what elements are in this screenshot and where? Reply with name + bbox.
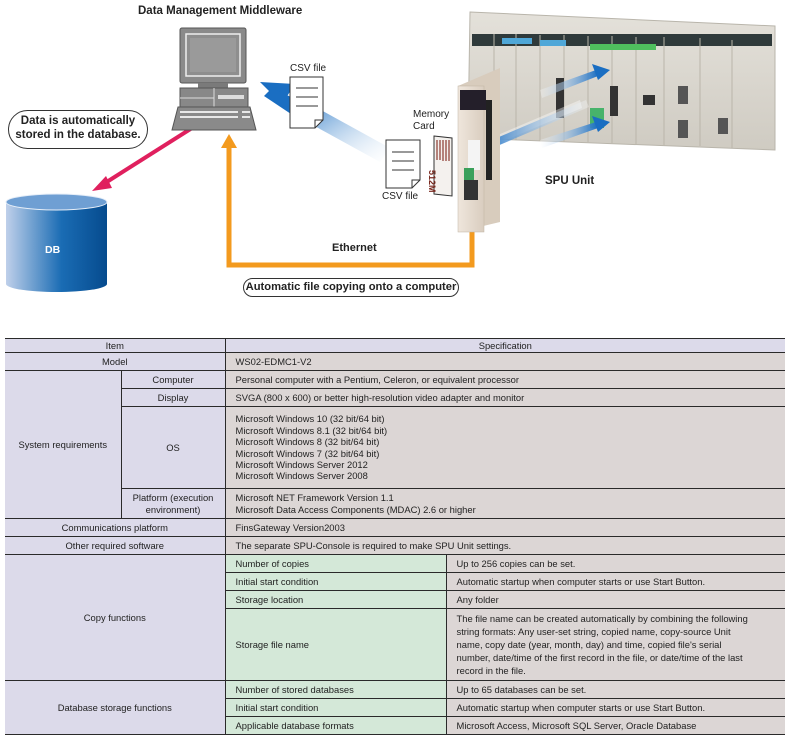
spu-unit-label: SPU Unit (545, 175, 595, 187)
copy-row-label: Initial start condition (224, 572, 447, 591)
platform-value: Microsoft NET Framework Version 1.1 (235, 492, 394, 504)
db-label: DB (45, 244, 61, 256)
storage-file-name-line: string formats: Any user-set string, cop… (456, 626, 731, 637)
copy-row-value: The file name can be created automatical… (445, 608, 786, 681)
db-row-label: Number of stored databases (224, 680, 447, 699)
platform-label-line1: Platform (execution (132, 492, 214, 504)
os-value: Microsoft Windows 7 (32 bit/64 bit) (235, 447, 380, 459)
db-row-value: Automatic startup when computer starts o… (445, 698, 786, 717)
platform-values: Microsoft NET Framework Version 1.1 Micr… (224, 488, 786, 519)
computer-value: Personal computer with a Pentium, Celero… (224, 370, 786, 389)
communications-value: FinsGateway Version2003 (224, 518, 786, 537)
computer-icon (171, 27, 257, 131)
callout-auto-copy: Automatic file copying onto a computer (243, 278, 459, 297)
db-row-value: Up to 65 databases can be set. (445, 680, 786, 699)
rack-arrows (468, 64, 610, 156)
storage-file-name-line: The file name can be created automatical… (456, 613, 748, 624)
db-row-label: Applicable database formats (224, 716, 447, 735)
callout-auto-store-line1: Data is automatically (20, 115, 136, 127)
csv-file-label-top: CSV file (290, 63, 327, 74)
db-row-label: Initial start condition (224, 698, 447, 717)
table-row-os: OS Microsoft Windows 10 (32 bit/64 bit) … (5, 406, 786, 489)
table-row-other-software: Other required software The separate SPU… (5, 536, 786, 555)
copy-functions-label: Copy functions (5, 554, 226, 681)
system-diagram: Data Management Middleware Data is autom… (0, 0, 788, 310)
table-row-copy: Copy functions Number of copies Up to 25… (5, 554, 786, 681)
memory-card-label-line1: Memory (413, 109, 450, 120)
database-cylinder (5, 193, 108, 292)
table-row-database: Initial start condition Automatic startu… (5, 698, 786, 717)
diagram-title: Data Management Middleware (138, 5, 303, 17)
db-row-value: Microsoft Access, Microsoft SQL Server, … (445, 716, 786, 735)
communications-label: Communications platform (5, 518, 226, 537)
platform-value: Microsoft Data Access Components (MDAC) … (235, 503, 476, 515)
os-label: OS (120, 406, 226, 489)
table-row-communications: Communications platform FinsGateway Vers… (5, 518, 786, 537)
memory-card-icon (433, 135, 453, 197)
copy-row-label: Number of copies (224, 554, 447, 573)
table-row-copy: Storage file name The file name can be c… (5, 608, 786, 681)
plc-rack-photo (467, 11, 776, 151)
callout-auto-store: Data is automatically stored in the data… (8, 110, 148, 149)
other-software-label: Other required software (5, 536, 226, 555)
table-row-computer: System requirements Computer Personal co… (5, 370, 786, 519)
copy-row-value: Any folder (445, 590, 786, 609)
other-software-value: The separate SPU-Console is required to … (224, 536, 786, 555)
table-row-database: Applicable database formats Microsoft Ac… (5, 716, 786, 735)
os-value: Microsoft Windows 10 (32 bit/64 bit) (235, 413, 385, 425)
display-value: SVGA (800 x 600) or better high-resoluti… (224, 388, 786, 407)
system-requirements-label: System requirements (5, 370, 121, 519)
copy-row-value: Automatic startup when computer starts o… (445, 572, 786, 591)
model-label: Model (5, 352, 226, 371)
table-row-display: Display SVGA (800 x 600) or better high-… (5, 388, 786, 407)
header-item: Item (5, 338, 226, 353)
model-value: WS02-EDMC1-V2 (224, 352, 786, 371)
copy-row-label: Storage location (224, 590, 447, 609)
memory-card-label-line2: Card (413, 121, 435, 132)
storage-file-name-line: record in the file. (456, 665, 526, 676)
os-values: Microsoft Windows 10 (32 bit/64 bit) Mic… (224, 406, 786, 489)
memory-card-capacity: 512M (427, 170, 437, 193)
diagram-graphics (5, 11, 776, 292)
os-value: Microsoft Windows 8 (32 bit/64 bit) (235, 436, 380, 448)
display-label: Display (120, 388, 226, 407)
keyboard-keys (180, 111, 250, 118)
os-value: Microsoft Windows 8.1 (32 bit/64 bit) (235, 424, 388, 436)
database-functions-label: Database storage functions (5, 680, 226, 735)
table-row-copy: Initial start condition Automatic startu… (5, 572, 786, 591)
computer-label: Computer (120, 370, 226, 389)
csv-file-icon-bottom (385, 139, 421, 189)
table-row-model: Model WS02-EDMC1-V2 (5, 352, 786, 371)
callout-auto-store-line2: stored in the database. (15, 129, 141, 141)
db-arrow (92, 126, 194, 191)
ethernet-label: Ethernet (332, 242, 377, 254)
platform-label-line2: environment) (145, 503, 201, 515)
specification-table: Item Specification Model WS02-EDMC1-V2 S… (5, 338, 786, 735)
table-row-platform: Platform (execution environment) Microso… (5, 488, 786, 519)
storage-file-name-line: name, copy date (year, month, day) and t… (456, 639, 722, 650)
storage-file-name-line: number, date/time of the first record in… (456, 652, 743, 663)
csv-file-label-bottom: CSV file (382, 191, 419, 202)
table-header-row: Item Specification (5, 338, 786, 353)
table-row-copy: Storage location Any folder (5, 590, 786, 609)
os-value: Microsoft Windows Server 2012 (235, 458, 368, 470)
memory-card-label: Memory Card (413, 109, 449, 133)
os-value: Microsoft Windows Server 2008 (235, 470, 368, 482)
csv-file-icon-top (289, 76, 324, 129)
table-row-database: Database storage functions Number of sto… (5, 680, 786, 735)
header-specification: Specification (224, 338, 786, 353)
copy-row-value: Up to 256 copies can be set. (445, 554, 786, 573)
spu-unit-photo (457, 68, 500, 233)
platform-label: Platform (execution environment) (120, 488, 226, 519)
csv-transfer-arrow (260, 82, 390, 162)
copy-row-label: Storage file name (224, 608, 447, 681)
